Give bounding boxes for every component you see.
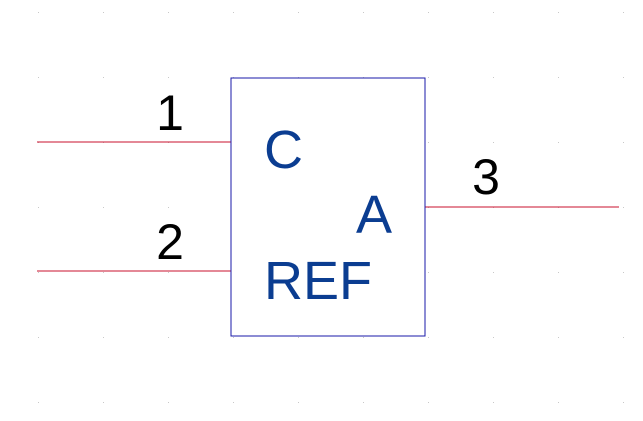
grid-dot xyxy=(168,77,169,78)
grid-dot xyxy=(623,77,624,78)
grid-dot xyxy=(168,272,169,273)
grid-dot xyxy=(38,12,39,13)
grid-dot xyxy=(103,402,104,403)
grid-dot xyxy=(623,207,624,208)
pin-2-number: 2 xyxy=(156,214,184,270)
grid-dot xyxy=(428,12,429,13)
pin-3-number: 3 xyxy=(472,149,500,205)
grid-dot xyxy=(38,77,39,78)
grid-dot xyxy=(428,142,429,143)
grid-dot xyxy=(168,402,169,403)
grid-dot xyxy=(233,12,234,13)
grid-dot xyxy=(363,402,364,403)
grid-dot xyxy=(558,272,559,273)
grid-dot xyxy=(168,207,169,208)
grid-dot xyxy=(623,402,624,403)
grid-dot xyxy=(38,272,39,273)
grid-dot xyxy=(298,402,299,403)
grid-dot xyxy=(558,337,559,338)
grid-dot xyxy=(493,272,494,273)
grid-dot xyxy=(428,402,429,403)
grid-dot xyxy=(103,77,104,78)
grid-dot xyxy=(558,12,559,13)
grid-dot xyxy=(558,142,559,143)
grid-dot xyxy=(623,337,624,338)
grid-dot xyxy=(168,12,169,13)
grid-dot xyxy=(363,12,364,13)
grid-dot xyxy=(233,337,234,338)
grid-dot xyxy=(558,402,559,403)
component-body[interactable] xyxy=(230,77,426,337)
grid-dot xyxy=(623,272,624,273)
grid-dot xyxy=(493,77,494,78)
grid-dot xyxy=(363,337,364,338)
grid-dot xyxy=(493,402,494,403)
pin-3-name: A xyxy=(356,185,392,245)
pin-1-number: 1 xyxy=(156,85,184,141)
grid-dot xyxy=(493,12,494,13)
grid-dot xyxy=(428,337,429,338)
pin-1-name: C xyxy=(264,120,303,180)
grid-dot xyxy=(38,337,39,338)
grid-dot xyxy=(233,402,234,403)
grid-dot xyxy=(103,272,104,273)
grid-dot xyxy=(38,207,39,208)
pin-2-name: REF xyxy=(264,251,372,311)
grid-dot xyxy=(103,337,104,338)
grid-dot xyxy=(493,337,494,338)
grid-dot xyxy=(623,142,624,143)
grid-dot xyxy=(428,272,429,273)
grid-dot xyxy=(298,337,299,338)
grid-dot xyxy=(428,77,429,78)
grid-dot xyxy=(103,207,104,208)
grid-dot xyxy=(623,12,624,13)
grid-dot xyxy=(168,337,169,338)
grid-dot xyxy=(298,12,299,13)
grid-dot xyxy=(558,77,559,78)
grid-dot xyxy=(103,12,104,13)
grid-dot xyxy=(493,142,494,143)
grid-dot xyxy=(38,402,39,403)
